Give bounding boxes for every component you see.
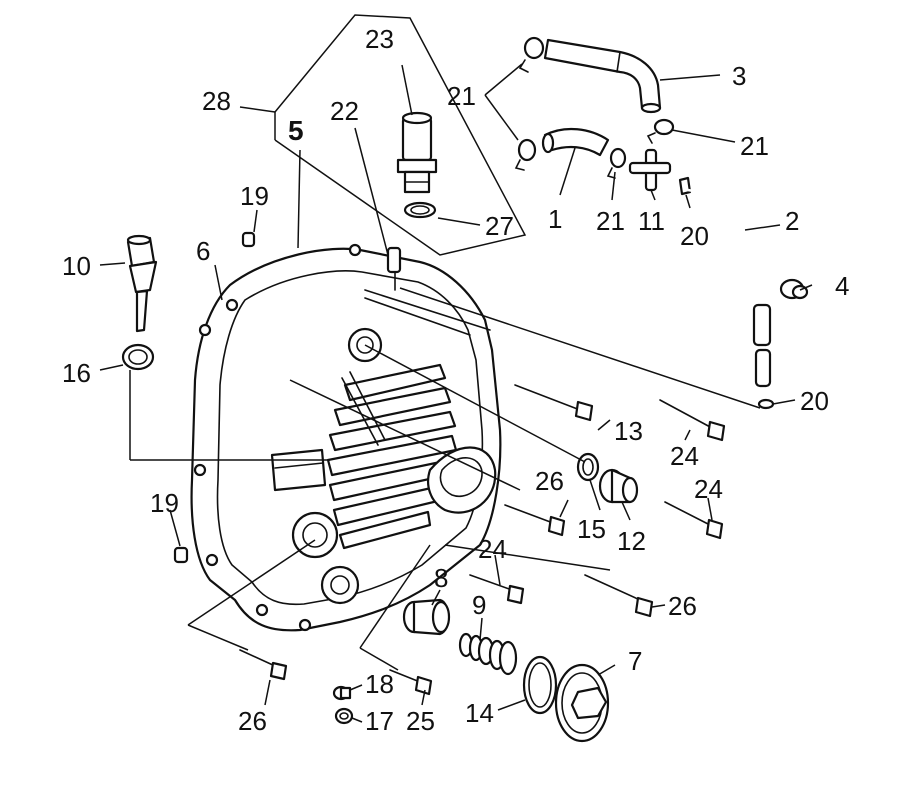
part-10-dipstick bbox=[126, 234, 158, 333]
label-5: 5 bbox=[288, 115, 304, 146]
part-19-dowel-lower bbox=[173, 546, 189, 564]
part-1-hose bbox=[541, 127, 610, 157]
label-27: 27 bbox=[485, 211, 514, 241]
bolts bbox=[239, 384, 726, 696]
label-25: 25 bbox=[406, 706, 435, 736]
label-10: 10 bbox=[62, 251, 91, 281]
label-2: 2 bbox=[785, 206, 799, 236]
label-19-lower: 19 bbox=[150, 488, 179, 518]
label-15: 15 bbox=[577, 514, 606, 544]
part-11-tee-fitting bbox=[628, 148, 672, 192]
part-12-plug bbox=[598, 468, 639, 504]
part-27-o-ring bbox=[403, 201, 437, 219]
label-18: 18 bbox=[365, 669, 394, 699]
group-5-bracket bbox=[274, 14, 527, 256]
part-9-spring bbox=[458, 632, 518, 676]
part-18-nut bbox=[332, 685, 352, 701]
label-9: 9 bbox=[472, 590, 486, 620]
label-17: 17 bbox=[365, 706, 394, 736]
label-7: 7 bbox=[628, 646, 642, 676]
label-21-right: 21 bbox=[740, 131, 769, 161]
part-7-cap bbox=[554, 663, 610, 743]
part-2-tube bbox=[687, 188, 772, 391]
label-22: 22 bbox=[330, 96, 359, 126]
callout-labels: 23 22 28 5 27 21 3 21 1 21 11 20 2 4 20 … bbox=[62, 24, 849, 736]
label-21-bottom: 21 bbox=[596, 206, 625, 236]
label-24-upper: 24 bbox=[670, 441, 699, 471]
label-26-bottom: 26 bbox=[238, 706, 267, 736]
label-21-left: 21 bbox=[447, 81, 476, 111]
label-24-lower: 24 bbox=[478, 534, 507, 564]
label-12: 12 bbox=[617, 526, 646, 556]
part-15-ring bbox=[576, 452, 600, 482]
label-23: 23 bbox=[365, 24, 394, 54]
label-28: 28 bbox=[202, 86, 231, 116]
label-14: 14 bbox=[465, 698, 494, 728]
label-1: 1 bbox=[548, 204, 562, 234]
label-13: 13 bbox=[614, 416, 643, 446]
clamps-21 bbox=[514, 36, 675, 179]
leader-lines bbox=[99, 63, 813, 723]
label-4: 4 bbox=[835, 271, 849, 301]
part-3-hose bbox=[543, 38, 662, 114]
label-11: 11 bbox=[638, 206, 665, 236]
label-19-upper: 19 bbox=[240, 181, 269, 211]
part-20-clip-upper bbox=[678, 176, 692, 196]
crankcase-cover bbox=[190, 243, 502, 632]
part-23-fitting bbox=[396, 111, 438, 194]
label-6: 6 bbox=[196, 236, 210, 266]
label-16: 16 bbox=[62, 358, 91, 388]
part-8-spacer bbox=[402, 598, 451, 636]
label-3: 3 bbox=[732, 61, 746, 91]
label-20-lower: 20 bbox=[800, 386, 829, 416]
label-8: 8 bbox=[434, 563, 448, 593]
label-26-right: 26 bbox=[668, 591, 697, 621]
part-19-dowel-upper bbox=[241, 231, 256, 248]
part-17-nut bbox=[334, 707, 354, 725]
label-26-mid: 26 bbox=[535, 466, 564, 496]
part-20-clip-lower bbox=[757, 398, 775, 410]
label-20-upper: 20 bbox=[680, 221, 709, 251]
part-16-o-ring bbox=[121, 343, 155, 371]
label-24-right: 24 bbox=[694, 474, 723, 504]
